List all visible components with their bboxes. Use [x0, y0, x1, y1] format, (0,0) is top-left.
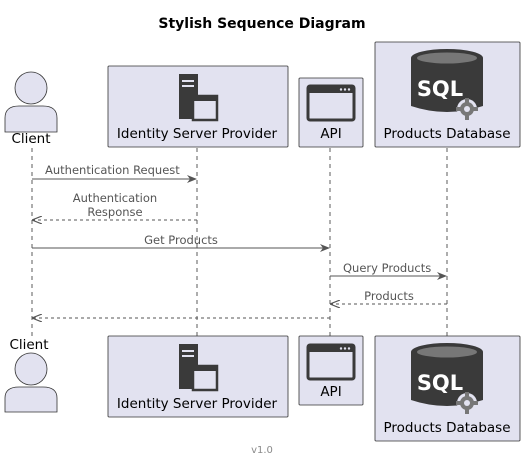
diagram-title: Stylish Sequence Diagram: [158, 16, 365, 32]
message-query-products: Query Products: [330, 261, 447, 280]
participant-database-bottom: SQL Products Database: [374, 335, 521, 442]
participant-label-client: Client: [11, 131, 50, 147]
version-footer: v1.0: [251, 445, 273, 456]
message-products: Products: [331, 289, 447, 304]
message-authentication-response: Authentication Response: [33, 191, 197, 220]
sql-icon-text: SQL: [417, 77, 463, 101]
server-icon: [179, 344, 219, 392]
message-label: Authentication Request: [45, 163, 180, 177]
participant-label-database: Products Database: [384, 126, 511, 142]
server-icon: [179, 74, 219, 122]
person-icon: [4, 352, 58, 413]
participant-identity-server-bottom: Identity Server Provider: [107, 335, 289, 418]
browser-window-icon: [306, 343, 356, 381]
participant-identity-server-top: Identity Server Provider: [107, 65, 289, 148]
participant-label-identity-server: Identity Server Provider: [117, 396, 278, 412]
participant-label-database: Products Database: [384, 420, 511, 436]
message-authentication-request: Authentication Request: [32, 163, 197, 183]
person-icon: [4, 71, 58, 133]
message-label: Get Products: [144, 233, 218, 247]
participant-client-bottom: Client: [4, 337, 58, 413]
participant-client-top: Client: [4, 71, 58, 147]
gear-icon: [456, 392, 478, 414]
browser-window-icon: [306, 84, 356, 122]
participant-label-identity-server: Identity Server Provider: [117, 126, 278, 142]
participant-label-client: Client: [9, 337, 48, 353]
message-label: Products: [364, 289, 414, 303]
sql-database-icon: SQL: [411, 343, 483, 414]
message-label-line2: Response: [87, 205, 142, 219]
message-label: Authentication: [73, 191, 157, 205]
participant-api-bottom: API: [298, 335, 364, 406]
sql-database-icon: SQL: [411, 49, 483, 120]
participant-label-api: API: [320, 384, 341, 400]
gear-icon: [456, 98, 478, 120]
sql-icon-text: SQL: [417, 371, 463, 395]
participant-api-top: API: [298, 77, 364, 148]
participant-label-api: API: [320, 126, 341, 142]
message-label: Query Products: [343, 261, 431, 275]
participant-database-top: SQL Products Database: [374, 41, 521, 148]
message-get-products: Get Products: [32, 233, 330, 252]
